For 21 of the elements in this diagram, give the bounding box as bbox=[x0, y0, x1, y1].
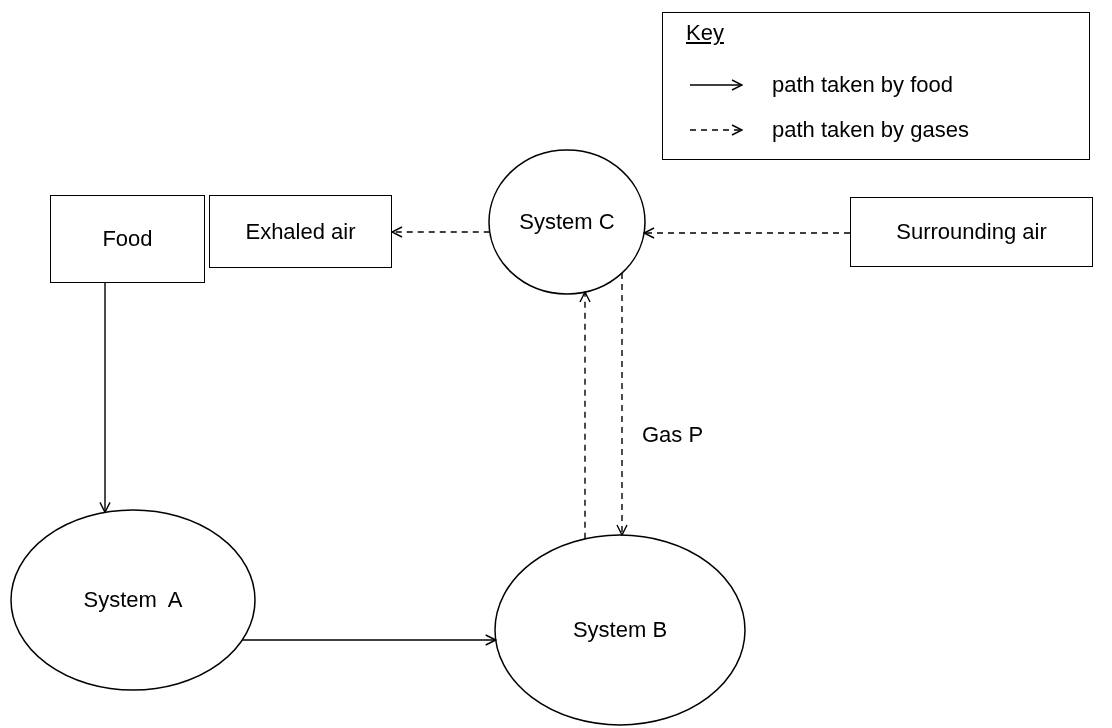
label-box bbox=[850, 197, 1093, 267]
arrow bbox=[241, 634, 497, 646]
label-box bbox=[50, 195, 205, 283]
system-ellipse bbox=[494, 534, 746, 726]
node-label: System A bbox=[83, 587, 183, 613]
arrow bbox=[99, 282, 111, 514]
legend-title: Key bbox=[686, 20, 724, 46]
arrow bbox=[643, 227, 851, 239]
arrow bbox=[616, 272, 628, 536]
node-label: System B bbox=[572, 617, 668, 643]
system-ellipse bbox=[488, 149, 646, 295]
arrow bbox=[579, 291, 591, 540]
node-label: Exhaled air bbox=[245, 218, 356, 245]
arrow bbox=[391, 226, 491, 238]
node-label: Surrounding air bbox=[896, 219, 1047, 245]
label-box bbox=[209, 195, 392, 268]
system-ellipse bbox=[10, 509, 256, 691]
legend-text: path taken by gases bbox=[772, 117, 969, 143]
node-label: System C bbox=[519, 209, 615, 235]
node-label: Food bbox=[102, 226, 153, 252]
legend-text: path taken by food bbox=[772, 72, 954, 98]
